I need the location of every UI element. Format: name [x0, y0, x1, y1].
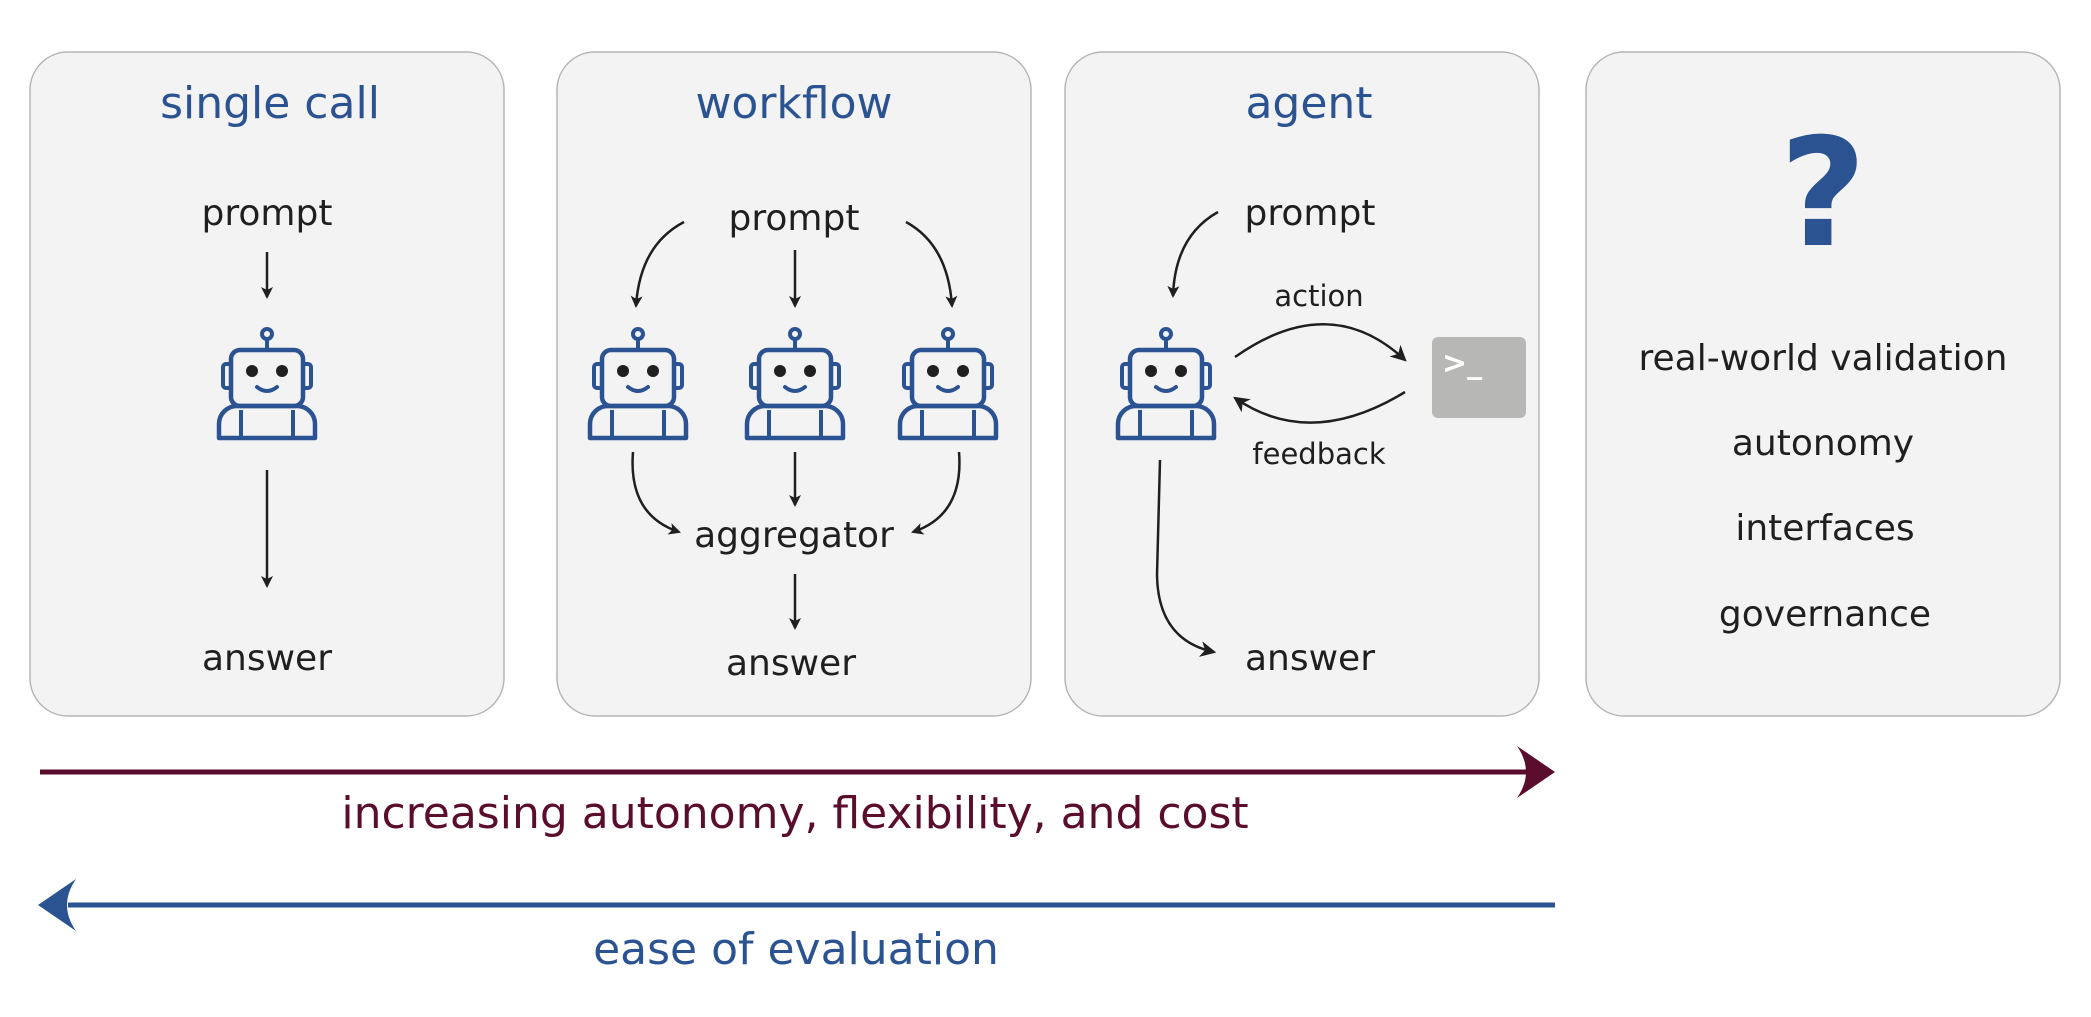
answer-label: answer [202, 638, 332, 679]
feedback-label: feedback [1252, 437, 1385, 471]
action-arrow [1234, 323, 1407, 362]
feedback-arrow [1233, 390, 1406, 424]
action-label: action [1274, 279, 1363, 313]
panel-single-call: single call prompt answer [29, 51, 505, 717]
prompt-to-robot-left-arrow [630, 220, 685, 308]
panel-workflow: workflow prompt aggregator answer [556, 51, 1032, 717]
prompt-to-robot-right-arrow [905, 220, 958, 308]
future-item: autonomy [1732, 423, 1914, 464]
prompt-label: prompt [1245, 193, 1376, 234]
robot-to-answer-arrow [1155, 459, 1217, 657]
terminal-icon: >_ [1432, 337, 1526, 418]
robot-left-to-aggregator-arrow [631, 451, 681, 535]
future-item: governance [1719, 594, 1931, 635]
panel-title: agent [1245, 78, 1372, 129]
question-mark: ? [1779, 107, 1866, 281]
panel-agent: agent prompt action feedback >_ answer [1064, 51, 1540, 717]
forward-scale-arrow: increasing autonomy, flexibility, and co… [40, 746, 1555, 839]
forward-scale-label: increasing autonomy, flexibility, and co… [341, 788, 1248, 839]
answer-label: answer [1245, 638, 1375, 679]
prompt-label: prompt [202, 193, 333, 234]
panel-future: ? real-world validation autonomy interfa… [1585, 51, 2061, 717]
prompt-to-robot-arrow [1167, 210, 1219, 298]
future-item: interfaces [1735, 508, 1914, 549]
backward-scale-label: ease of evaluation [593, 924, 999, 975]
aggregator-label: aggregator [694, 515, 894, 556]
future-item: real-world validation [1638, 338, 2007, 379]
prompt-label: prompt [729, 198, 860, 239]
backward-scale-arrow: ease of evaluation [38, 879, 1555, 975]
terminal-prompt-symbol: >_ [1442, 346, 1482, 381]
panel-title: single call [160, 78, 380, 129]
answer-label: answer [726, 643, 856, 684]
panel-title: workflow [695, 78, 892, 129]
robot-right-to-aggregator-arrow [911, 451, 961, 535]
